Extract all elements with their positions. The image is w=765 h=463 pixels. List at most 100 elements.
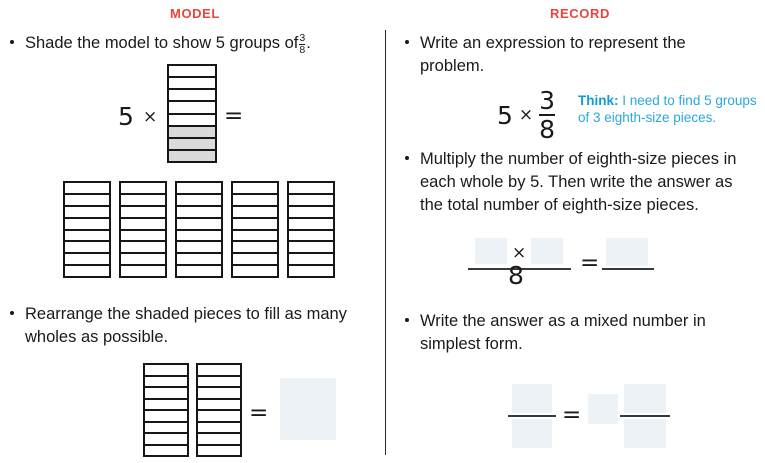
fraction-bar-cell[interactable]	[169, 102, 215, 115]
fraction-bar-cell[interactable]	[145, 388, 187, 400]
fraction-bar-rearranged-1[interactable]	[143, 363, 189, 457]
fraction-bar-cell[interactable]	[65, 219, 109, 231]
fraction-bar-cell[interactable]	[65, 254, 109, 267]
fraction-bar-cell[interactable]	[289, 219, 333, 231]
answer-blank-mixed-denominator-left[interactable]	[512, 419, 552, 448]
answer-blank-mixed-numerator-right[interactable]	[624, 384, 666, 413]
fraction-bar-cell[interactable]	[198, 423, 240, 434]
fraction-bar-cell[interactable]	[65, 183, 109, 195]
fraction-bar-cell[interactable]	[289, 242, 333, 255]
fraction-bar-cell[interactable]	[65, 231, 109, 243]
fraction-bar-cell[interactable]	[65, 242, 109, 255]
fraction-bar-cell[interactable]	[177, 266, 221, 276]
answer-blank-mixed-numerator-left[interactable]	[512, 384, 552, 413]
answer-blank-whole-number[interactable]	[588, 394, 618, 424]
fraction-bar-cell[interactable]	[121, 266, 165, 276]
fraction-bar-cell[interactable]	[233, 183, 277, 195]
record-expression-five-times-three-eighths: 5 × 3 8	[497, 88, 556, 142]
fraction-bar-cell[interactable]	[145, 377, 187, 388]
record-bullet-3-text: Write the answer as a mixed number in si…	[420, 312, 706, 353]
model-rearranged-equals-icon: =	[249, 400, 269, 426]
fraction-bar-row-item-2[interactable]	[119, 181, 167, 278]
fraction-bar-cell[interactable]	[233, 195, 277, 207]
model-expression-multiplier: 5	[118, 102, 134, 131]
record-expression2-times-icon: ×	[512, 243, 527, 263]
record-bullet-2-text: Multiply the number of eighth-size piece…	[420, 150, 737, 214]
fraction-rule-left	[468, 268, 571, 270]
fraction-bar-cell[interactable]	[177, 254, 221, 267]
fraction-bar-row-item-4[interactable]	[231, 181, 279, 278]
fraction-bar-cell[interactable]	[289, 254, 333, 267]
fraction-bar-cell[interactable]	[145, 446, 187, 456]
fraction-bar-cell[interactable]	[289, 266, 333, 276]
fraction-bar-cell[interactable]	[177, 231, 221, 243]
fraction-bar-cell[interactable]	[121, 183, 165, 195]
fraction-bar-cell[interactable]	[198, 434, 240, 446]
fraction-bar-cell[interactable]	[145, 423, 187, 434]
bullet-dot-icon	[10, 40, 14, 44]
record-expression-multiplier: 5	[497, 100, 513, 130]
fraction-bar-cell[interactable]	[289, 183, 333, 195]
fraction-bar-cell[interactable]	[169, 90, 215, 103]
fraction-bar-cell[interactable]	[145, 434, 187, 446]
fraction-bar-cell[interactable]	[65, 207, 109, 219]
fraction-bar-cell[interactable]	[198, 446, 240, 456]
fraction-bar-cell[interactable]	[289, 207, 333, 219]
fraction-bar-cell[interactable]	[121, 195, 165, 207]
fraction-bar-cell[interactable]	[198, 411, 240, 423]
record-bullet-1: Write an expression to represent the pro…	[405, 32, 735, 78]
fraction-bar-cell[interactable]	[233, 242, 277, 255]
answer-blank-product[interactable]	[606, 238, 648, 266]
fraction-bar-cell[interactable]	[289, 231, 333, 243]
fraction-bar-cell-shaded[interactable]	[169, 138, 215, 151]
column-header-model: MODEL	[170, 6, 220, 21]
fraction-bar-cell[interactable]	[121, 242, 165, 255]
fraction-bar-cell[interactable]	[169, 115, 215, 127]
fraction-bar-row-item-1[interactable]	[63, 181, 111, 278]
bullet-dot-icon	[405, 318, 409, 322]
fraction-bar-cell[interactable]	[289, 195, 333, 207]
fraction-bar-row-item-5[interactable]	[287, 181, 335, 278]
fraction-bar-cell[interactable]	[121, 231, 165, 243]
fraction-bar-cell[interactable]	[145, 400, 187, 411]
bullet-dot-icon	[405, 40, 409, 44]
fraction-bar-cell[interactable]	[233, 207, 277, 219]
fraction-bar-cell[interactable]	[65, 195, 109, 207]
fraction-bar-cell-shaded[interactable]	[169, 150, 215, 161]
bullet-dot-icon	[405, 156, 409, 160]
fraction-bar-cell[interactable]	[198, 377, 240, 388]
fraction-bar-model-main[interactable]	[167, 64, 217, 163]
fraction-bar-cell[interactable]	[177, 219, 221, 231]
fraction-bar-cell[interactable]	[169, 78, 215, 91]
fraction-bar-cell[interactable]	[198, 400, 240, 411]
fraction-bar-cell[interactable]	[233, 254, 277, 267]
fraction-bar-cell[interactable]	[233, 231, 277, 243]
model-bullet-2: Rearrange the shaded pieces to fill as m…	[10, 303, 350, 349]
answer-blank-model-result[interactable]	[280, 378, 336, 440]
fraction-bar-cell[interactable]	[177, 242, 221, 255]
fraction-bar-row-item-3[interactable]	[175, 181, 223, 278]
record-expression3-equals-icon: =	[562, 402, 582, 428]
fraction-bar-cell[interactable]	[198, 388, 240, 400]
fraction-bar-cell[interactable]	[145, 411, 187, 423]
fraction-bar-cell[interactable]	[177, 207, 221, 219]
fraction-bar-cell[interactable]	[121, 254, 165, 267]
fraction-bar-rearranged-2[interactable]	[196, 363, 242, 457]
fraction-bar-cell[interactable]	[65, 266, 109, 276]
answer-blank-mixed-denominator-right[interactable]	[624, 419, 666, 448]
fraction-bar-cell[interactable]	[121, 207, 165, 219]
fraction-bar-cell[interactable]	[121, 219, 165, 231]
fraction-bar-cell[interactable]	[169, 66, 215, 79]
model-bullet-1-lead: Shade the model to show 5 groups of	[25, 34, 299, 52]
fraction-bar-cell[interactable]	[145, 365, 187, 377]
fraction-bar-cell[interactable]	[198, 365, 240, 377]
fraction-bar-cell[interactable]	[177, 195, 221, 207]
answer-blank-factor-left[interactable]	[475, 238, 507, 264]
answer-blank-factor-right[interactable]	[531, 238, 563, 264]
fraction-bar-cell-shaded[interactable]	[169, 126, 215, 139]
mixed-fraction-rule-right	[620, 415, 670, 417]
fraction-bar-cell[interactable]	[233, 266, 277, 276]
fraction-bar-cell[interactable]	[233, 219, 277, 231]
fraction-bar-cell[interactable]	[177, 183, 221, 195]
